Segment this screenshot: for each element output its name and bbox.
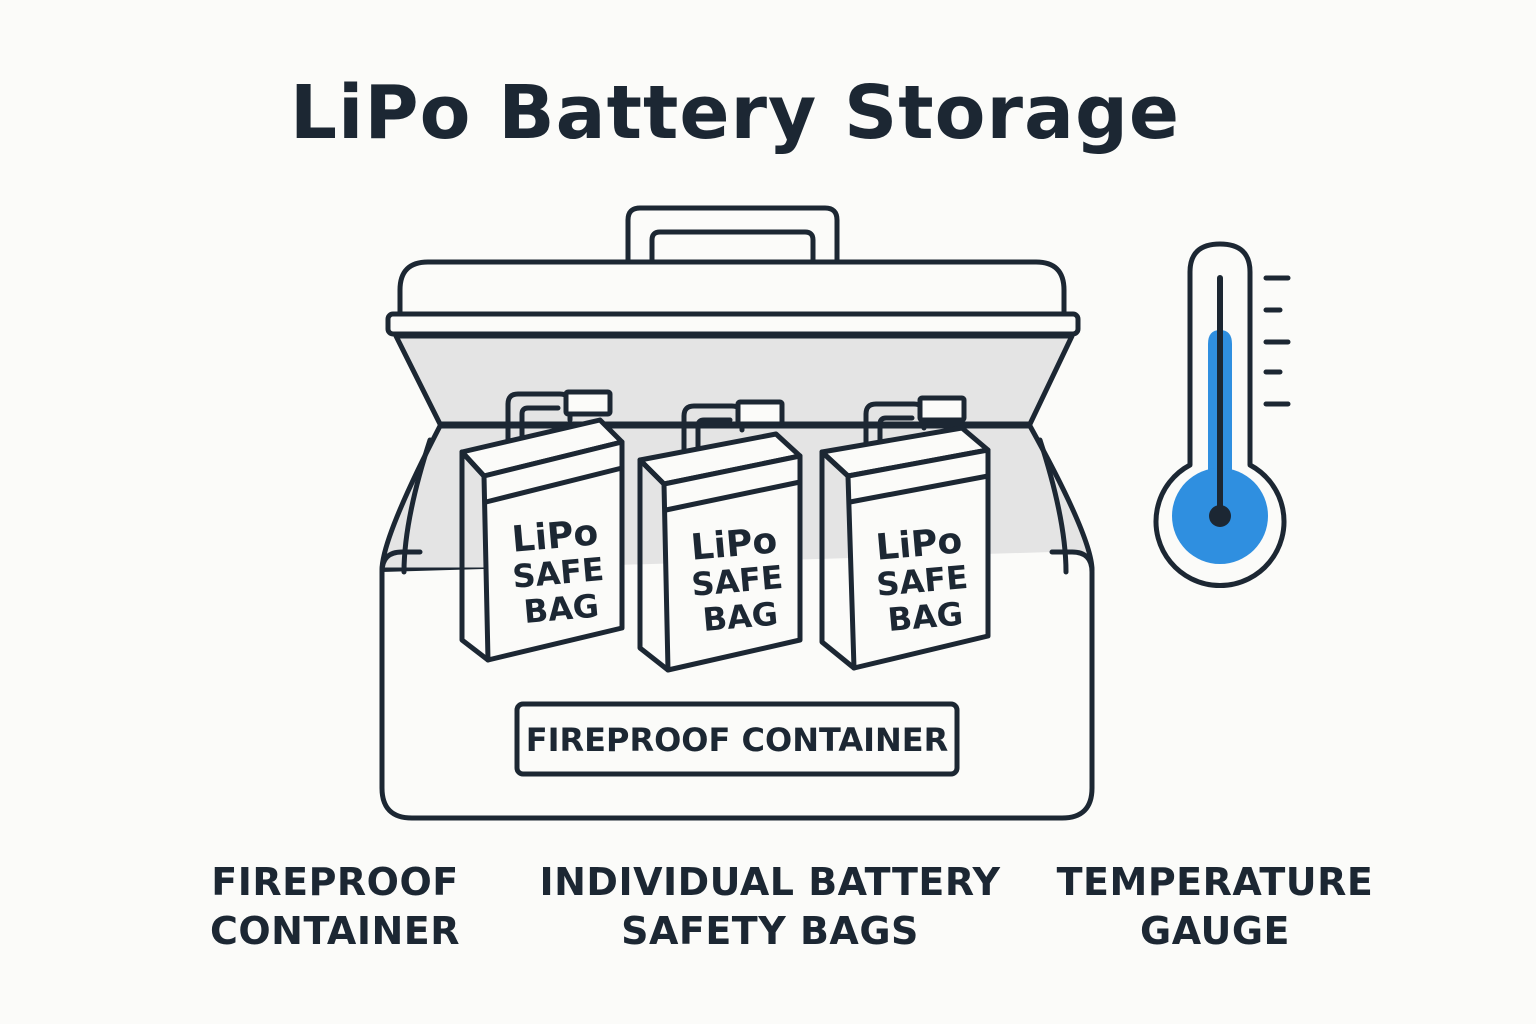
safety-bag-icon — [637, 399, 803, 673]
container-label: FIREPROOF CONTAINER — [526, 721, 949, 759]
safety-bag-icon — [819, 395, 991, 671]
bag-label-line1: LiPo — [689, 520, 779, 568]
bag-label-line1: LiPo — [874, 520, 964, 568]
bag-label-3: LiPo SAFE BAG — [874, 520, 969, 639]
caption-safety-bags: INDIVIDUAL BATTERY SAFETY BAGS — [539, 860, 1001, 953]
bag-label-line3: BAG — [701, 595, 779, 639]
bag-label-line3: BAG — [522, 587, 600, 631]
caption-fireproof-container: FIREPROOF CONTAINER — [209, 860, 461, 953]
bag-label-1: LiPo SAFE BAG — [510, 512, 605, 631]
bag-label-2: LiPo SAFE BAG — [689, 520, 784, 639]
bag-label-line3: BAG — [886, 595, 964, 639]
bag-label-line2: SAFE — [875, 558, 969, 604]
thermometer-icon — [1153, 241, 1291, 588]
safety-bag-icon — [459, 389, 625, 663]
bag-label-line2: SAFE — [511, 550, 605, 596]
bag-label-line1: LiPo — [510, 512, 600, 560]
page-title: LiPo Battery Storage — [289, 70, 1181, 156]
bag-label-line2: SAFE — [690, 558, 784, 604]
caption-temperature-gauge: TEMPERATURE GAUGE — [1056, 860, 1374, 953]
